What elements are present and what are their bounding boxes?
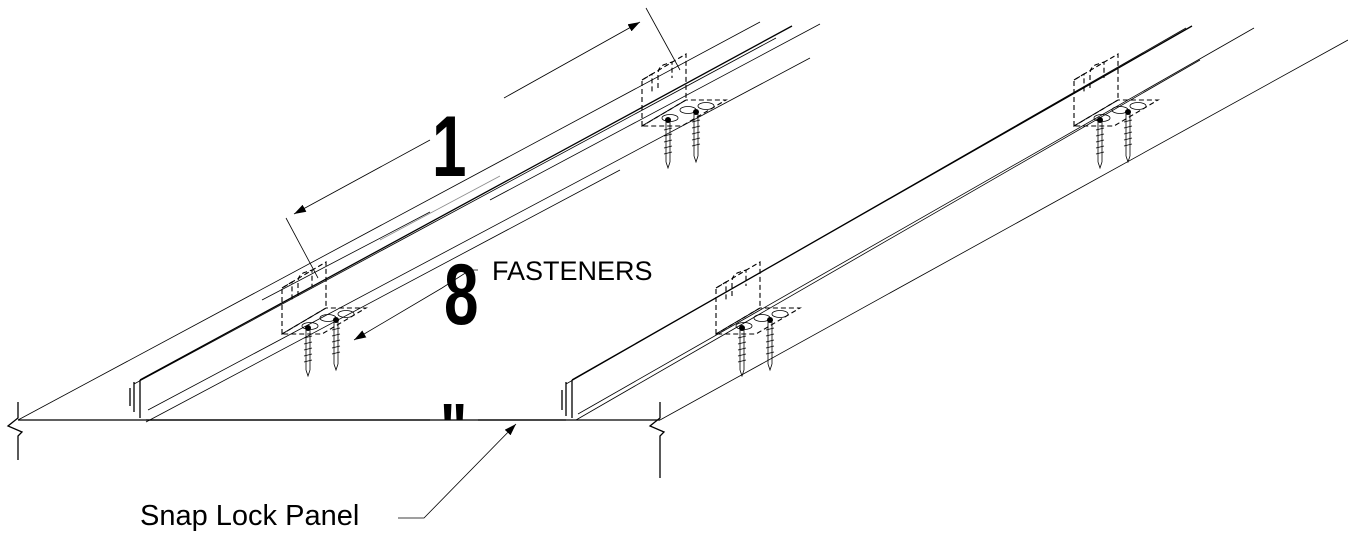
dimension-value: 1: [432, 99, 467, 195]
panel-label-leader: [398, 423, 517, 519]
panel-width-value: ": [440, 390, 468, 462]
dimension-arrow-right: [503, 21, 641, 99]
dimension-extension-right: [645, 7, 681, 71]
dimension-arrow-left: [293, 139, 431, 215]
right-break-symbol: [648, 402, 666, 478]
clip-bracket-1: [281, 261, 367, 377]
panel-label: Snap Lock Panel: [140, 500, 360, 532]
right-panel-lines: [561, 25, 1348, 421]
left-panel-lines: [17, 21, 821, 423]
dimension-extension-left: [285, 217, 319, 279]
clip-bracket-2: [641, 53, 727, 169]
clip-bracket-3: [715, 261, 801, 377]
fastener-label: FASTENERS: [492, 256, 653, 286]
left-break-symbol: [6, 402, 24, 460]
clip-bracket-4: [1073, 53, 1159, 169]
fastener-leader: [353, 269, 478, 341]
fastener-count: 8: [444, 247, 479, 343]
